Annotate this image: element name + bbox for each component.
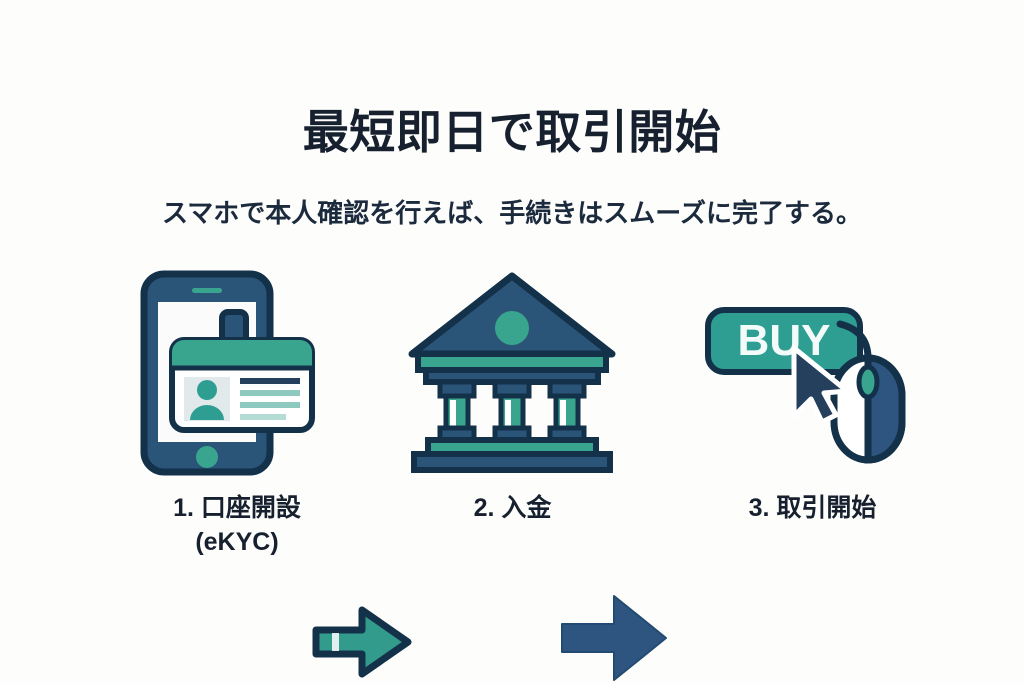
buy-button-text: BUY <box>738 316 831 365</box>
page-subtitle: スマホで本人確認を行えば、手続きはスムーズに完了する。 <box>162 198 862 228</box>
step-1-sublabel: (eKYC) <box>195 527 279 556</box>
step-1-label: 1. 口座開設 <box>173 494 301 522</box>
buy-button-mouse-icon: BUY <box>690 262 935 482</box>
step-3-labels: 3. 取引開始 <box>690 492 935 526</box>
step-2-label: 2. 入金 <box>473 494 552 522</box>
arrow-step1-to-step2 <box>310 600 414 684</box>
steps-row: 1. 口座開設 (eKYC) <box>0 262 1024 681</box>
bank-building-icon <box>400 262 625 482</box>
arrow-step2-to-step3 <box>558 588 670 688</box>
page-title: 最短即日で取引開始 <box>302 106 722 158</box>
step-1-account-opening: 1. 口座開設 (eKYC) <box>112 262 362 560</box>
step-1-labels: 1. 口座開設 (eKYC) <box>112 492 362 560</box>
step-3-label: 3. 取引開始 <box>748 494 877 522</box>
step-2-deposit: 2. 入金 <box>400 262 625 526</box>
smartphone-id-card-icon <box>112 262 362 482</box>
step-2-labels: 2. 入金 <box>400 492 625 526</box>
step-3-start-trading: BUY 3. 取引開始 <box>690 262 935 526</box>
